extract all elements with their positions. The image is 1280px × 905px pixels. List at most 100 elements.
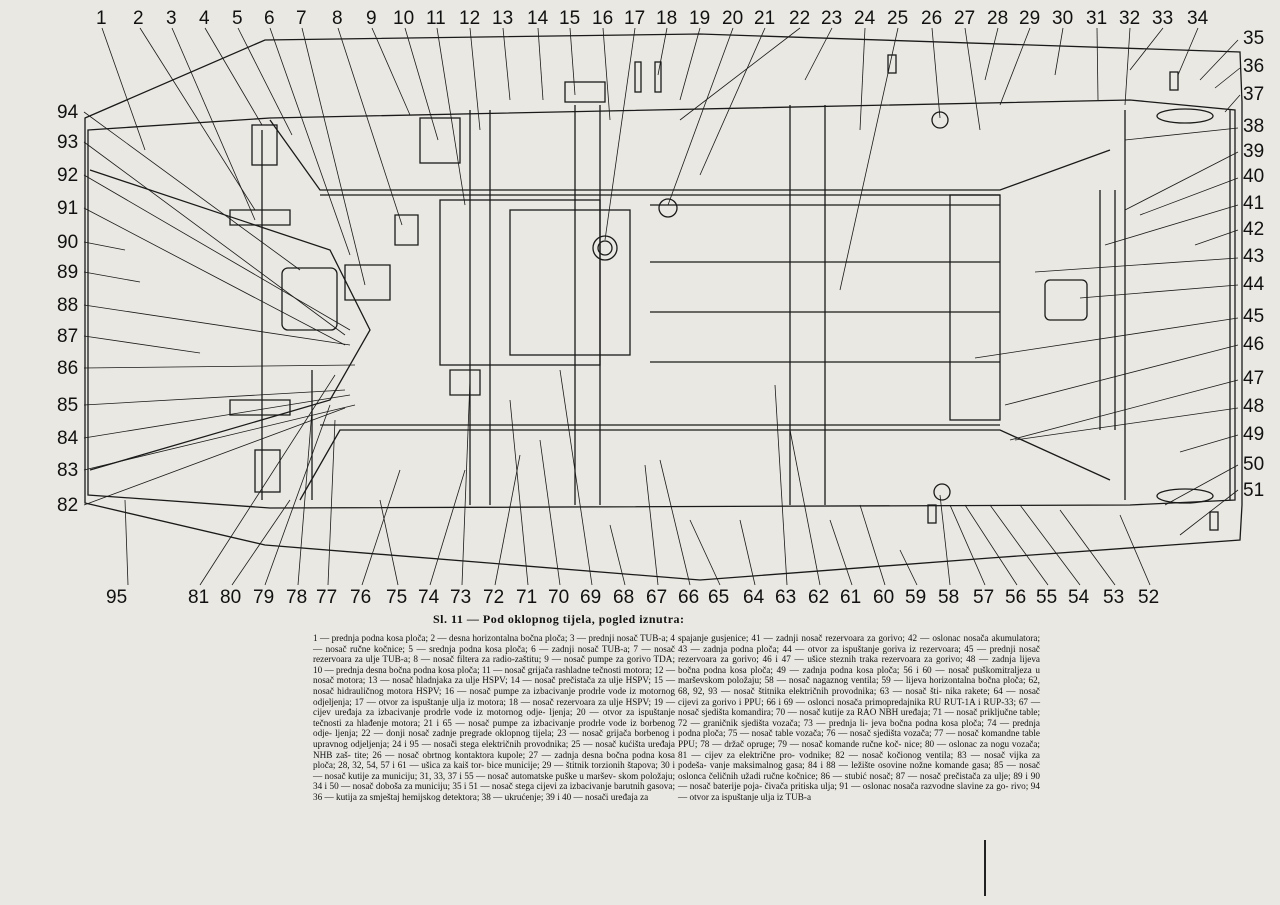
callout-left-83: 83 [57, 460, 78, 481]
legend-line: tite; 26 — nosač obrtnog kontaktora kupo… [354, 749, 607, 760]
callout-top-32: 32 [1119, 8, 1140, 29]
callout-bottom-74: 74 [418, 587, 440, 608]
callout-bottom-75: 75 [386, 587, 407, 608]
callout-top-18: 18 [656, 8, 677, 29]
callout-bottom-68: 68 [613, 587, 634, 608]
callout-right-48: 48 [1243, 396, 1264, 417]
legend-line: stega električnih provodnika; 25 — nosač… [313, 738, 675, 760]
callout-bottom-67: 67 [646, 587, 667, 608]
callout-right-36: 36 [1243, 56, 1264, 77]
callout-bottom-54: 54 [1068, 587, 1090, 608]
callout-top-26: 26 [921, 8, 942, 29]
leader-lines [83, 27, 1241, 586]
legend-line: za izbacivanje prodrle vode iz motornog … [313, 685, 676, 707]
callout-bottom-55: 55 [1036, 587, 1057, 608]
legend-line: nice; 80 — oslonac za nogu vozača; 81 — … [678, 738, 1040, 760]
callout-top-19: 19 [689, 8, 710, 29]
callout-top-20: 20 [722, 8, 743, 29]
callout-bottom-64: 64 [743, 587, 765, 608]
callout-bottom-73: 73 [450, 587, 471, 608]
legend-line: nosač grijača rashladne tečnosti motora;… [313, 664, 676, 686]
callout-bottom-52: 52 [1138, 587, 1159, 608]
legend-line: za gorivo TDA; 10 — prednja desna bočna … [313, 654, 675, 675]
callout-left-90: 90 [57, 232, 78, 253]
callout-bottom-95: 95 [106, 587, 127, 608]
callout-top-27: 27 [954, 8, 975, 29]
callout-bottom-58: 58 [938, 587, 959, 608]
legend-line: ljenja; 20 — otvor za ispuštanje tečnost… [313, 707, 675, 728]
legend-line: za ulje TUB-a; 8 — nosač filtera za radi… [354, 654, 616, 665]
legend-line: za municiju; 31, 33, 37 i 55 — nosač aut… [371, 770, 619, 781]
callout-bottom-69: 69 [580, 587, 601, 608]
callout-right-41: 41 [1243, 193, 1264, 214]
callout-top-12: 12 [459, 8, 480, 29]
legend-line: zadnja lijeva bočna podna kosa ploča; 49… [678, 654, 1041, 675]
legend-line: podna kosa ploča; 6 — zadnji nosač TUB-a… [313, 643, 675, 665]
legend-line: 19 — cijev uređaja za izbacivanje prodrl… [313, 696, 676, 718]
callout-right-47: 47 [1243, 368, 1264, 389]
callout-top-17: 17 [624, 8, 645, 29]
callout-top-14: 14 [527, 8, 549, 29]
legend-line: 1 — prednja podna kosa ploča; 2 — desna … [313, 633, 570, 643]
callout-top-29: 29 [1019, 8, 1040, 29]
callout-top-31: 31 [1086, 8, 1107, 29]
legend-line: nosač table vozača; 76 — nosač sjedišta … [751, 728, 1023, 739]
callout-bottom-77: 77 [316, 587, 337, 608]
legend-line: čivača pritiska ulja; 91 — oslonac nosač… [764, 781, 1011, 792]
callout-top-25: 25 [887, 8, 908, 29]
callout-bottom-60: 60 [873, 587, 894, 608]
callout-top-3: 3 [166, 8, 177, 29]
callout-bottom-76: 76 [350, 587, 371, 608]
callout-left-87: 87 [57, 326, 78, 347]
callout-top-33: 33 [1152, 8, 1173, 29]
callout-top-13: 13 [492, 8, 513, 29]
hull-outline [84, 33, 1243, 581]
callout-bottom-81: 81 [188, 587, 209, 608]
legend-line: komandira; 70 — nosač kutije za RAO NBH … [731, 707, 980, 718]
callout-top-5: 5 [232, 8, 243, 29]
legend-line: vodnike; 82 — nosač kočionog ventila; 83… [678, 749, 1040, 771]
legend-line: skom položaju; 34 i 50 — nosač doboša za… [313, 770, 675, 792]
callout-left-94: 94 [57, 102, 79, 123]
callout-bottom-66: 66 [678, 587, 699, 608]
callout-bottom-61: 61 [840, 587, 861, 608]
callout-top-1: 1 [96, 8, 107, 29]
legend-left-column: 1 — prednja podna kosa ploča; 2 — desna … [313, 633, 675, 803]
callout-bottom-62: 62 [808, 587, 829, 608]
callout-right-50: 50 [1243, 454, 1264, 475]
callout-top-24: 24 [854, 8, 876, 29]
callout-left-88: 88 [57, 295, 78, 316]
callout-bottom-53: 53 [1103, 587, 1124, 608]
callout-bottom-56: 56 [1005, 587, 1026, 608]
callout-top-2: 2 [133, 8, 144, 29]
callout-bottom-79: 79 [253, 587, 274, 608]
callout-bottom-78: 78 [286, 587, 307, 608]
legend-line: 65 — nosač pumpe za izbacivanje prodrle … [313, 717, 675, 739]
hull-floor-drawing: 1 2 3 4 5 6 7 8 9 10 11 12 13 14 15 16 1… [57, 8, 1265, 608]
legend-line: HSPV; 15 — nosač hidrauličnog motora HSP… [313, 675, 676, 696]
callout-right-44: 44 [1243, 274, 1265, 295]
callout-right-45: 45 [1243, 306, 1264, 327]
callout-top-11: 11 [426, 8, 446, 29]
legend-line: rivo; 94 — otvor za ispuštanje ulja iz T… [678, 781, 1040, 802]
callout-left-89: 89 [57, 262, 78, 283]
legend-line: jeva bočna podna kosa ploča; 74 — prednj… [678, 717, 1040, 739]
callout-left-84: 84 [57, 428, 79, 449]
legend-line: 3 — prednji nosač TUB-a; 4 — nosač ručne… [313, 633, 676, 654]
callout-right-37: 37 [1243, 84, 1264, 105]
callout-left-86: 86 [57, 358, 78, 379]
callout-right-46: 46 [1243, 334, 1264, 355]
legend-line: ljenja; 22 — donji nosač zadnje pregrade… [335, 728, 583, 739]
callout-top-10: 10 [393, 8, 414, 29]
legend-line: bočna podna kosa ploča; 28, 32, 54, 57 i… [313, 749, 675, 771]
callout-bottom-72: 72 [483, 587, 504, 608]
callout-top-22: 22 [789, 8, 810, 29]
legend-line: nosača primopredajnika RU RUT-1A i RUP-3… [678, 696, 1041, 718]
legend-line: nosač; 87 — nosač prečistača za ulje; 89… [678, 770, 1040, 792]
callout-left-91: 91 [57, 198, 78, 219]
callout-top-23: 23 [821, 8, 842, 29]
callout-right-38: 38 [1243, 116, 1264, 137]
callout-top-34: 34 [1187, 8, 1209, 29]
legend-line: nosač grijača borbenog i upravnog odjelj… [313, 728, 675, 749]
legend-line: priključne table; 72 — graničnik sjedišt… [678, 707, 1040, 728]
